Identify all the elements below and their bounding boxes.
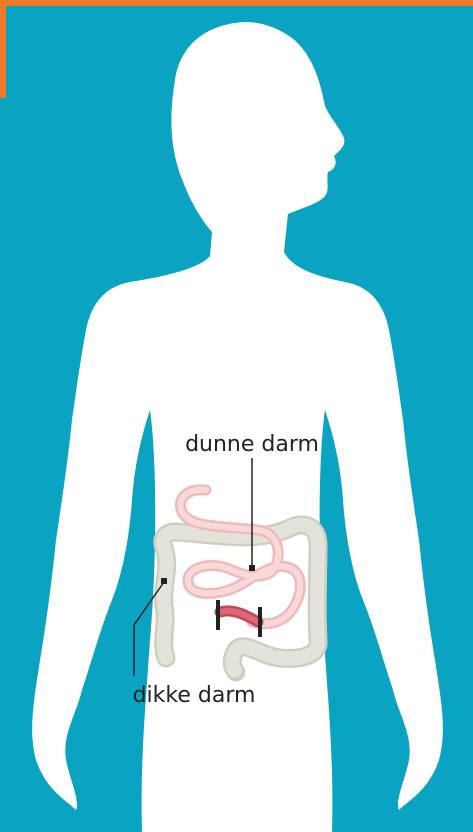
leader-dot-small-intestine bbox=[249, 565, 255, 571]
label-large-intestine: dikke darm bbox=[133, 683, 256, 708]
orange-top-strip bbox=[0, 0, 473, 6]
orange-left-strip bbox=[0, 0, 6, 98]
label-small-intestine: dunne darm bbox=[185, 432, 319, 457]
leader-dot-large-intestine bbox=[161, 578, 167, 584]
